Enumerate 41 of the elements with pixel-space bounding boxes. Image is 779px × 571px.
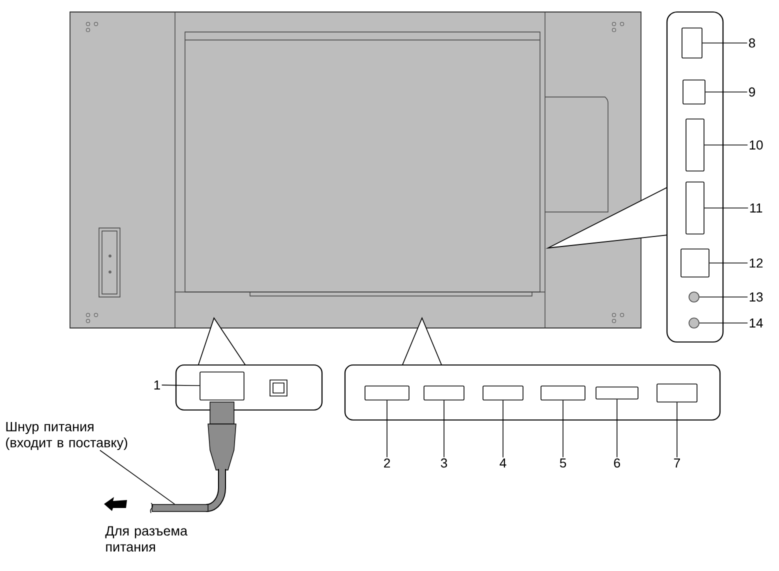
leader-line	[562, 400, 564, 458]
callout-number: 2	[384, 458, 390, 468]
connector-port	[686, 118, 704, 172]
leader-line	[699, 322, 748, 324]
leader-line	[100, 450, 176, 505]
leader-line	[704, 144, 748, 146]
leader-line	[502, 400, 504, 458]
connector-port	[686, 182, 704, 234]
power-cord	[152, 504, 208, 512]
connector-port	[482, 386, 524, 400]
connector-port	[596, 386, 638, 400]
connector-port	[200, 372, 244, 400]
callout-number: 4	[500, 458, 506, 468]
connector-port	[424, 386, 464, 400]
callout-number: 3	[440, 458, 448, 468]
leader-line	[161, 384, 200, 386]
callout-number: 12	[750, 258, 763, 268]
connector-port	[682, 80, 706, 104]
callout-number: 9	[749, 87, 755, 97]
leader-line	[702, 42, 748, 44]
callout-number: 14	[750, 318, 763, 328]
callout-number: 5	[560, 458, 566, 468]
note-text: Для разъема питания	[105, 526, 188, 552]
callout-number: 6	[614, 458, 620, 468]
leader-line	[386, 400, 388, 458]
leader-line	[699, 296, 748, 298]
connector-port	[680, 248, 710, 278]
leader-line	[676, 402, 678, 458]
leader-line	[616, 399, 618, 458]
callout-number: 11	[750, 204, 762, 212]
leader-line	[709, 262, 748, 264]
connector-port	[682, 28, 702, 58]
callout-number: 7	[674, 458, 680, 468]
callout-number: 8	[748, 38, 756, 48]
connector-port	[364, 386, 410, 400]
cable-caption: Шнур питания (входит в поставку)	[6, 422, 128, 450]
callout-number: 10	[750, 140, 763, 150]
connector-port	[540, 386, 586, 400]
callout-number: 13	[750, 292, 763, 302]
connector-port	[656, 384, 698, 402]
callout-number: 1	[154, 380, 160, 390]
